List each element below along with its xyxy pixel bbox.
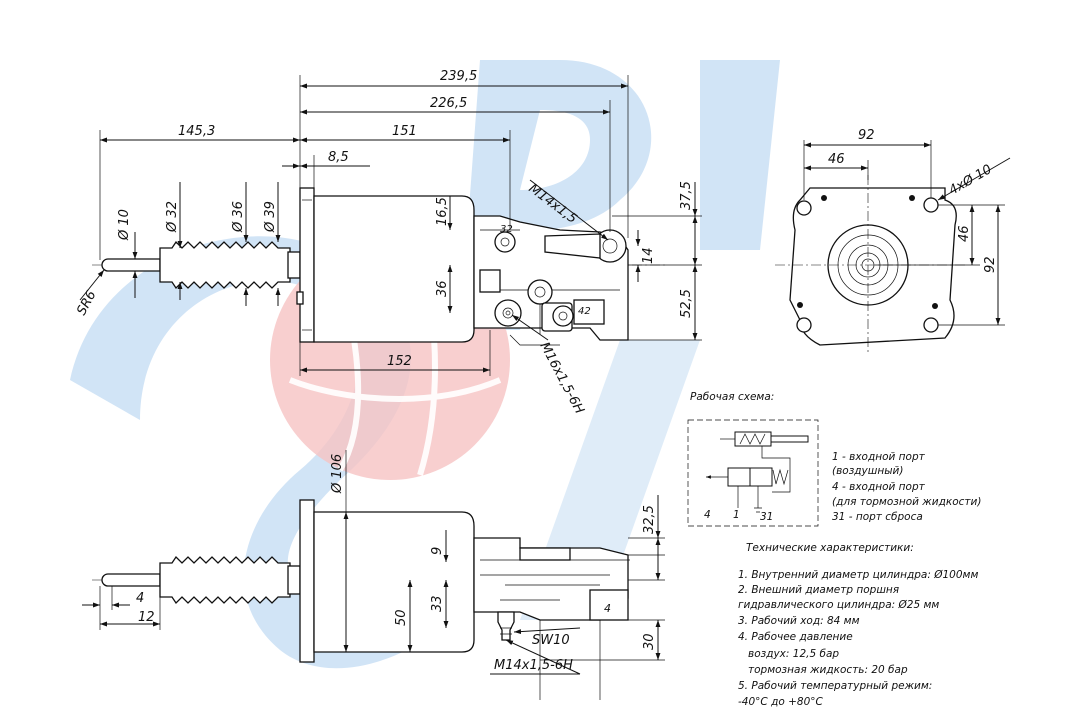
spec-line-7: тормозная жидкость: 20 бар xyxy=(748,664,908,676)
dim-30: 30 xyxy=(642,633,657,650)
dim-4: 4 xyxy=(136,591,144,606)
port-32-label: 32 xyxy=(500,224,513,235)
schema-legend-4: (для тормозной жидкости) xyxy=(832,496,981,508)
port-42-label: 42 xyxy=(578,306,591,317)
schema-legend-5: 31 - порт сброса xyxy=(832,511,923,523)
spec-line-2: 2. Внешний диаметр поршня xyxy=(738,584,899,596)
dim-phi106: Ø 106 xyxy=(330,454,345,494)
dim-145-3: 145,3 xyxy=(178,124,215,139)
tech-specs: Технические характеристики: 1. Внутренни… xyxy=(738,542,978,708)
schema-title: Рабочая схема: xyxy=(690,391,774,403)
schema-legend-2: (воздушный) xyxy=(832,465,903,477)
spec-line-9: -40°С до +80°С xyxy=(738,696,823,708)
dim-phi32: Ø 32 xyxy=(165,201,180,233)
working-schema: Рабочая схема: 4 1 31 1 - входной порт (… xyxy=(687,391,981,527)
thread-m14-side: M14x1,5-6H xyxy=(494,658,573,673)
schema-port-31: 31 xyxy=(760,511,773,523)
schema-legend-3: 4 - входной порт xyxy=(832,481,926,493)
schema-port-1: 1 xyxy=(733,509,740,521)
dim-phi10: Ø 10 xyxy=(117,209,132,241)
dim-phi36: Ø 36 xyxy=(231,201,246,233)
dim-37-5: 37,5 xyxy=(679,181,694,210)
dim-8-5: 8,5 xyxy=(328,150,349,165)
dim-226-5: 226,5 xyxy=(430,96,467,111)
spec-line-4: 3. Рабочий ход: 84 мм xyxy=(738,615,860,627)
dim-14: 14 xyxy=(641,247,656,264)
end-view: 92 46 4xØ 10 46 92 xyxy=(775,128,1011,355)
dim-152: 152 xyxy=(387,354,412,369)
schema-legend-1: 1 - входной порт xyxy=(832,451,926,463)
spec-line-1: 1. Внутренний диаметр цилиндра: Ø100мм xyxy=(738,569,978,581)
dim-46-top: 46 xyxy=(828,152,845,167)
side-view: Ø 106 32,5 30 9 33 50 4 12 SW10 M14x1,5-… xyxy=(82,450,665,700)
schema-port-4: 4 xyxy=(704,509,711,521)
dim-12: 12 xyxy=(138,610,155,625)
port-4-label: 4 xyxy=(604,602,611,615)
dim-92-side: 92 xyxy=(983,256,998,273)
spec-line-6: воздух: 12,5 бар xyxy=(748,648,839,660)
dim-151: 151 xyxy=(392,124,417,139)
spec-line-8: 5. Рабочий температурный режим: xyxy=(738,680,932,692)
dim-32-5: 32,5 xyxy=(642,505,657,534)
dim-9: 9 xyxy=(430,547,445,555)
dim-33: 33 xyxy=(430,595,445,612)
dim-52-5: 52,5 xyxy=(679,289,694,318)
thread-m16: M16x1,5-6H xyxy=(536,340,586,417)
sw10-label: SW10 xyxy=(532,633,570,648)
specs-title: Технические характеристики: xyxy=(746,542,914,554)
dim-16-5: 16,5 xyxy=(435,197,450,226)
dim-sr6: SR6 xyxy=(74,288,99,318)
dim-36: 36 xyxy=(435,280,450,297)
dim-239-5: 239,5 xyxy=(440,69,477,84)
dim-holes: 4xØ 10 xyxy=(947,162,995,198)
dim-92-top: 92 xyxy=(858,128,875,143)
dim-50: 50 xyxy=(394,609,409,626)
dim-46-side: 46 xyxy=(957,225,972,242)
spec-line-3: гидравлического цилиндра: Ø25 мм xyxy=(738,599,939,611)
dim-phi39: Ø 39 xyxy=(263,201,278,233)
spec-line-5: 4. Рабочее давление xyxy=(738,631,853,643)
